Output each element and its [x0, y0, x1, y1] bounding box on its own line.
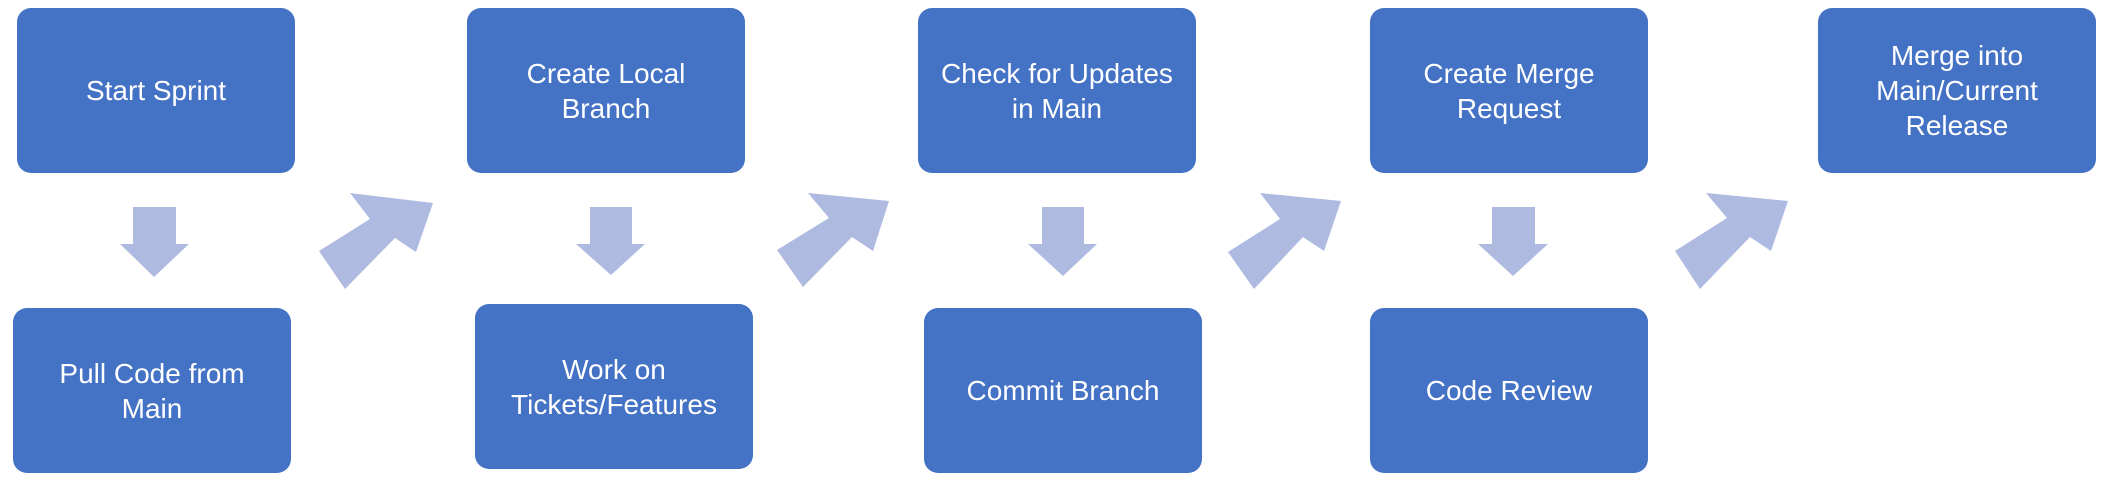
- diagonal-arrow-1: [319, 193, 433, 289]
- step-create-local-branch: Create Local Branch: [467, 8, 745, 173]
- step-label: Create Merge Request: [1423, 57, 1595, 124]
- step-label: Work on Tickets/Features: [511, 353, 717, 420]
- step-label: Merge into Main/Current Release: [1876, 40, 2038, 141]
- down-arrow-3: [1028, 207, 1097, 276]
- step-label: Commit Branch: [966, 375, 1160, 406]
- step-code-review: Code Review: [1370, 308, 1648, 473]
- step-create-merge-request: Create Merge Request: [1370, 8, 1648, 173]
- step-check-for-updates: Check for Updates in Main: [918, 8, 1196, 173]
- step-label: Start Sprint: [85, 75, 227, 106]
- step-label: Pull Code from Main: [59, 357, 245, 424]
- step-commit-branch: Commit Branch: [924, 308, 1202, 473]
- diagonal-arrow-3: [1228, 193, 1341, 289]
- step-merge-into-main: Merge into Main/Current Release: [1818, 8, 2096, 173]
- down-arrow-4: [1478, 207, 1548, 276]
- step-start-sprint: Start Sprint: [17, 8, 295, 173]
- step-label: Code Review: [1425, 375, 1593, 406]
- step-pull-code-from-main: Pull Code from Main: [13, 308, 291, 473]
- step-label: Check for Updates in Main: [941, 57, 1173, 124]
- diagonal-arrow-2: [777, 193, 889, 287]
- down-arrow-2: [576, 207, 645, 275]
- step-label: Create Local Branch: [526, 57, 686, 124]
- step-work-on-tickets: Work on Tickets/Features: [475, 304, 753, 469]
- diagonal-arrow-4: [1675, 193, 1788, 289]
- down-arrow-1: [120, 207, 189, 277]
